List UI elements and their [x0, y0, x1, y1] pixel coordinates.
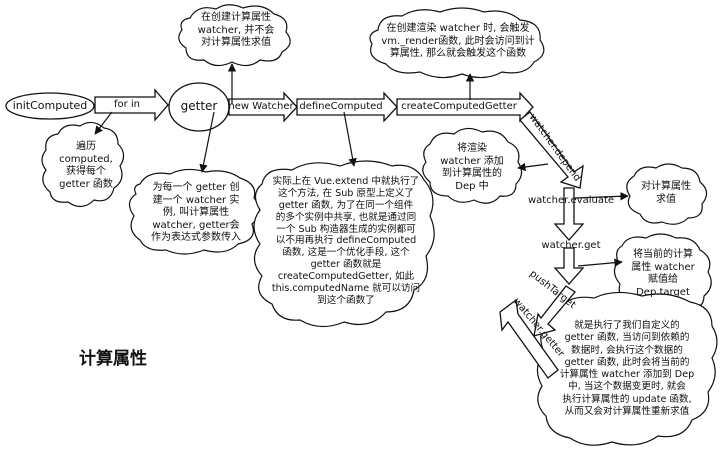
new-watcher-label: new Watcher — [228, 101, 294, 112]
define-computed-arrow — [296, 91, 398, 123]
watcher-depend-arrow — [519, 111, 584, 189]
watcher-get-label: watcher.get — [541, 240, 601, 251]
connector-for-in-to-traverse — [94, 111, 113, 135]
render-watcher-cloud-text: 在创建渲染 watcher 时, 会触发 vm._render函数, 此时会访问… — [381, 23, 535, 59]
connector-evaluate-to-eval-cloud — [574, 192, 629, 201]
diagram-title: 计算属性 — [79, 349, 147, 369]
push-target-arrow — [533, 285, 576, 337]
evaluate-cloud-shape — [626, 163, 708, 225]
watcher-get-arrow — [553, 247, 585, 285]
define-computed-label: defineComputed — [299, 101, 383, 112]
connector-new-watcher-to-create — [199, 111, 215, 173]
connector-get-to-assign-target — [577, 258, 623, 267]
init-computed-node — [5, 92, 95, 120]
create-watcher-cloud-text: 为每一个 getter 创 建一个 watcher 实 例, 叫计算属性 wat… — [151, 182, 241, 243]
assign-target-cloud-text: 将当前的计算 属性 watcher 赋值给 Dep.target — [631, 249, 695, 298]
getter-label: getter — [180, 99, 218, 113]
init-computed-label: initComputed — [12, 99, 88, 112]
connector-depend-to-add-render — [517, 162, 549, 172]
no-eval-cloud-shape — [178, 4, 291, 67]
vue-extend-cloud-shape — [253, 160, 435, 328]
render-watcher-cloud-shape — [369, 7, 545, 79]
watcher-getter-arrow — [499, 298, 559, 379]
no-eval-cloud-text: 在创建计算属性 watcher, 并不会 对计算属性求值 — [197, 12, 275, 48]
final-cloud-text: 就是执行了我们自定义的 getter 函数, 当访问到依赖的 数据时, 会执行这… — [559, 320, 695, 417]
create-computed-getter-label: createComputedGetter — [401, 101, 517, 112]
add-render-watcher-cloud-text: 将渲染 watcher 添加 到计算属性的 Dep 中 — [440, 143, 504, 192]
connector-define-to-vue-extend — [343, 111, 357, 167]
final-cloud-shape — [536, 291, 718, 446]
vue-extend-cloud-text: 实际上在 Vue.extend 中就执行了 这个方法, 在 Sub 原型上定义了… — [271, 176, 421, 306]
watcher-evaluate-label: watcher.evaluate — [527, 195, 615, 206]
watcher-evaluate-arrow — [553, 187, 585, 241]
for-in-arrow — [94, 88, 169, 122]
evaluate-cloud-text: 对计算属性 求值 — [641, 181, 691, 205]
new-watcher-arrow — [228, 91, 298, 123]
add-render-watcher-cloud-shape — [422, 127, 523, 204]
traverse-cloud-text: 遍历 computed, 获得每个 getter 函数 — [59, 141, 113, 190]
for-in-label: for in — [113, 99, 141, 110]
